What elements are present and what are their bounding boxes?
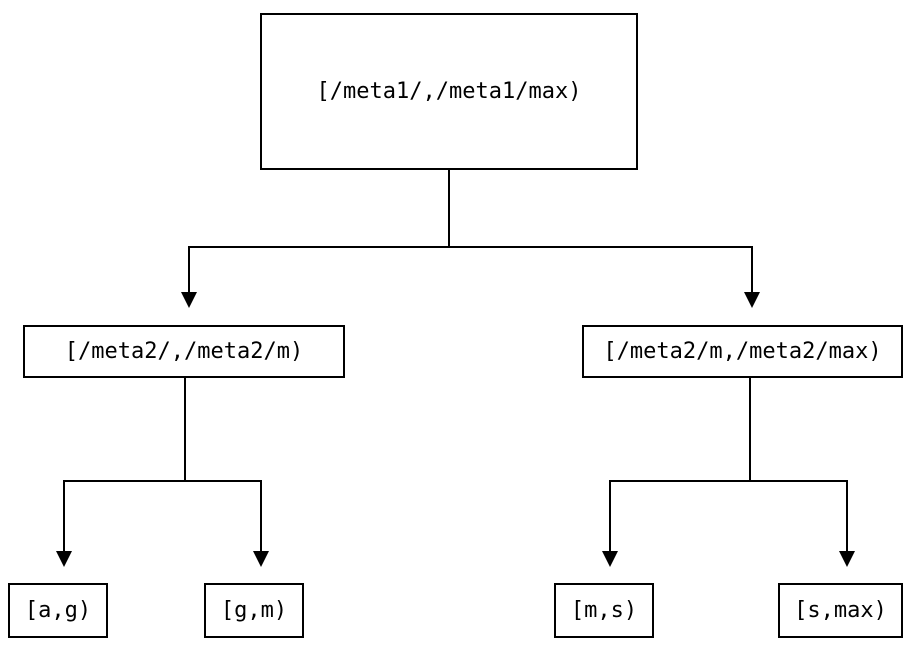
node-leaf-gm-label: [g,m) [220,598,288,623]
arrowhead-down-icon [56,551,72,567]
edge-left-to-leaves [63,378,262,553]
node-leaf-gm: [g,m) [204,583,304,638]
node-leaf-smax: [s,max) [778,583,903,638]
arrowhead-down-icon [181,292,197,308]
arrowhead-down-icon [602,551,618,567]
node-leaf-ms: [m,s) [554,583,654,638]
node-leaf-ag-label: [a,g) [24,598,92,623]
node-root-label: [/meta1/,/meta1/max) [316,79,582,104]
node-level2-left: [/meta2/,/meta2/m) [23,325,345,378]
node-leaf-smax-label: [s,max) [794,598,887,623]
node-leaf-ms-label: [m,s) [570,598,638,623]
node-level2-right: [/meta2/m,/meta2/max) [582,325,903,378]
node-leaf-ag: [a,g) [8,583,108,638]
node-level2-left-label: [/meta2/,/meta2/m) [64,339,304,364]
arrowhead-down-icon [253,551,269,567]
edge-root-to-children [188,170,753,294]
arrowhead-down-icon [839,551,855,567]
edge-right-to-leaves [609,378,848,553]
node-root: [/meta1/,/meta1/max) [260,13,638,170]
node-level2-right-label: [/meta2/m,/meta2/max) [603,339,882,364]
arrowhead-down-icon [744,292,760,308]
